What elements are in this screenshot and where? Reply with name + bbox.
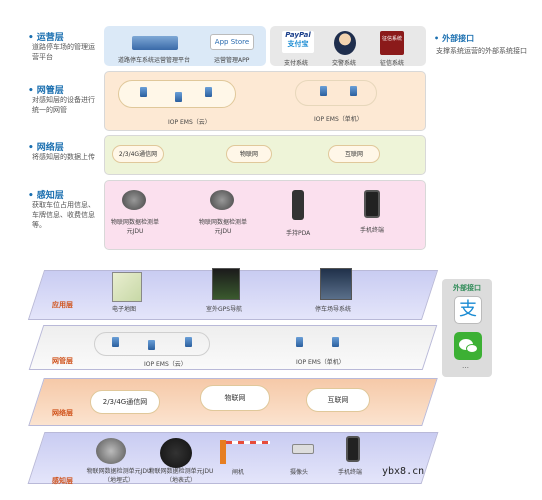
platform-label: 道路停车系统运营管理平台 [118,57,191,64]
phone-icon [346,436,360,462]
server-icon [185,337,192,347]
server-icon [296,337,303,347]
layer-desc-ops: 道路停车场的管理运营平台 [32,43,95,61]
police-icon [334,31,356,55]
credit-badge-icon: 征信系统 [380,31,404,55]
sense-bottom-1: 物联网数据检测单元JDU（地埋式） [86,468,152,484]
external-title: 外部接口 [434,33,474,44]
appstore-label: 运营管理APP [214,57,250,64]
layer-title-net: 网络层 [28,140,64,153]
sense-device-1-label: 物联网数据检测单元JDU [110,219,159,235]
layer-title-ops: 运营层 [28,30,64,43]
sense-device-3-label: 手持PDA [286,230,311,237]
pda-icon [292,190,304,220]
app-item-2: 室外GPS导航 [206,306,243,313]
cloud-mobile-net: 2/3/4G通信网 [112,145,164,163]
paypal-text: PayPal [285,31,311,39]
ems-single-label: IOP EMS（单机） [314,116,363,123]
net-plane-label: 网络层 [52,409,73,417]
gps-thumbnail [212,268,240,300]
watermark: ybx8.cn [382,466,425,477]
jdu-sensor-icon [122,190,146,210]
gate-arm-icon [226,441,270,444]
sense-device-4-label: 手机终端 [360,227,385,234]
payment-icon: PayPal 支付宝 [282,31,314,53]
more-indicator: … [462,362,469,370]
jdu-buried-icon [96,438,126,464]
layer-desc-net: 将感知层的数据上传 [32,153,95,161]
camera-icon [292,444,314,454]
server-icon [148,340,155,350]
appstore-icon: App Store [210,34,254,50]
layer-desc-sense: 获取车位占用信息、车牌信息、收费信息等。 [32,201,95,229]
cloud-iot: 物联网 [226,145,272,163]
cloud-internet-bottom: 互联网 [306,388,370,412]
sense-bottom-4: 摄像头 [290,469,309,476]
server-icon [320,86,327,96]
server-icon [332,337,339,347]
phone-icon [364,190,380,218]
layer-desc-mgmt: 对感知层的设备进行统一的网管 [32,96,95,114]
external-desc: 支撑系统运营的外部系统接口 [436,47,527,55]
ems-cloud-bubble-bottom [94,332,210,356]
mgmt-plane [28,325,438,370]
server-icon [140,87,147,97]
sense-bottom-3: 闸机 [232,469,245,476]
mgmt-plane-label: 网管层 [52,357,73,365]
sense-device-2-label: 物联网数据检测单元JDU [198,219,247,235]
app-item-1: 电子地图 [112,306,137,313]
app-plane-label: 应用层 [52,301,73,309]
jdu-surface-icon [160,438,192,468]
app-item-3: 停车场导系统 [315,306,352,313]
gate-post-icon [220,440,226,464]
alipay-text: 支付宝 [287,40,309,48]
cloud-iot-bottom: 物联网 [200,385,270,411]
map-thumbnail [112,272,142,302]
pay-system-label: 支付系统 [284,60,309,67]
ems-single-label-bottom: IOP EMS（单机） [296,359,345,366]
layer-title-sense: 感知层 [28,188,64,201]
server-icon [350,86,357,96]
cloud-internet: 互联网 [328,145,380,163]
server-icon [205,87,212,97]
ems-cloud-label: IOP EMS（云） [168,119,211,126]
parking-thumbnail [320,268,352,300]
alipay-icon: 支 [454,296,482,324]
cloud-mobile-net-bottom: 2/3/4G通信网 [90,390,160,414]
ems-single-bubble [295,80,377,106]
wechat-icon [454,332,482,360]
layer-title-mgmt: 网管层 [28,83,64,96]
server-icon [175,92,182,102]
credit-system-label: 征信系统 [380,60,405,67]
server-icon [112,337,119,347]
sense-bottom-5: 手机终端 [338,469,363,476]
external-side-panel [442,279,492,377]
platform-server-icon [132,36,178,50]
sense-bottom-2: 物联网数据检测单元JDU（地表式） [148,468,214,484]
external-side-title: 外部接口 [453,284,481,292]
sense-plane-label: 感知层 [52,477,73,485]
traffic-system-label: 交警系统 [332,60,357,67]
jdu-sensor-icon [210,190,234,210]
ems-cloud-label-bottom: IOP EMS（云） [144,361,187,368]
